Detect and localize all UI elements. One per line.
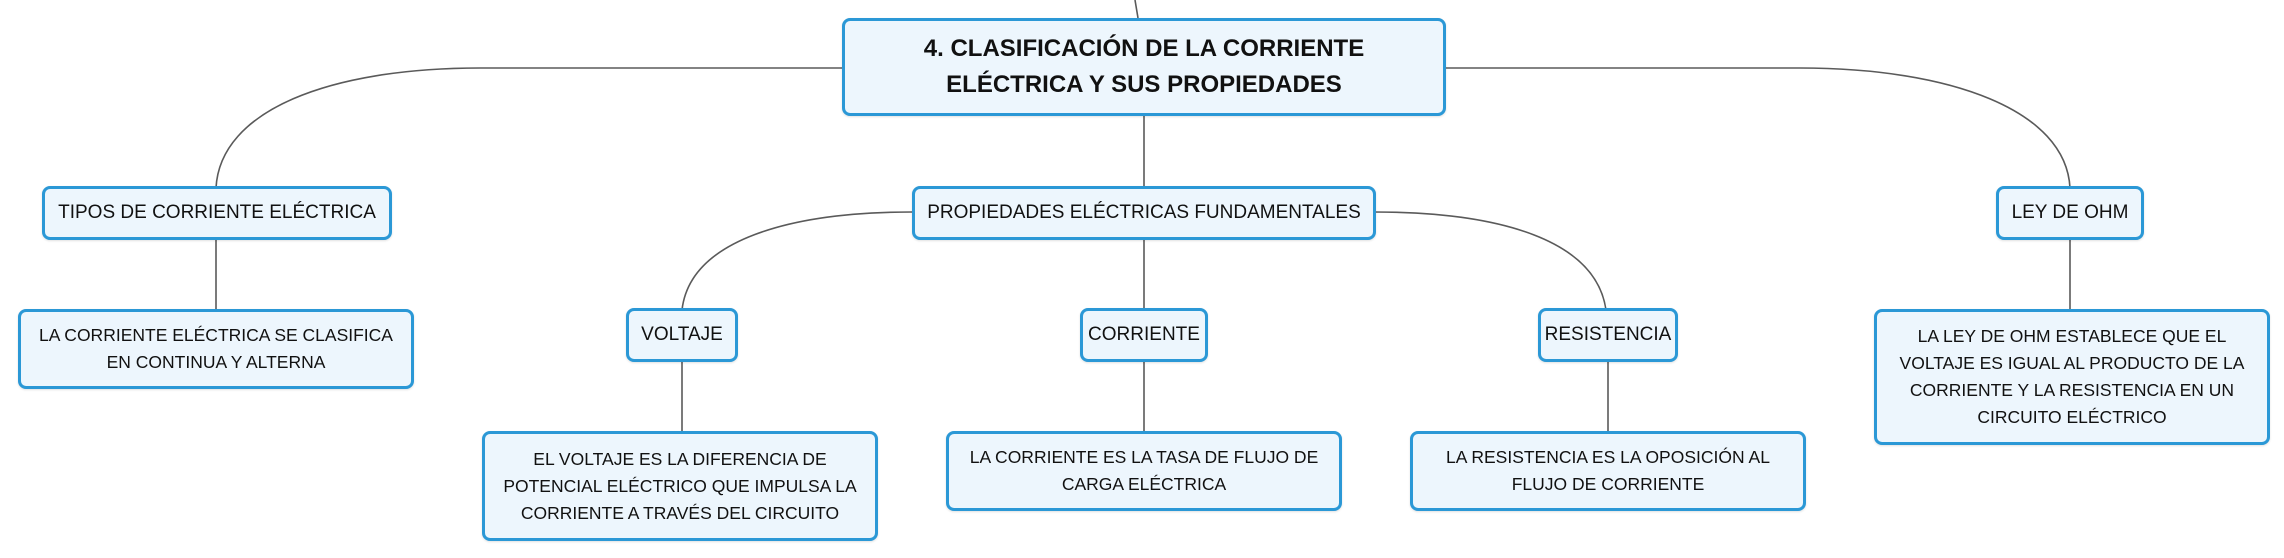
root-topic[interactable]: 4. CLASIFICACIÓN DE LA CORRIENTE ELÉCTRI…	[842, 18, 1446, 116]
connector-root-left	[215, 67, 842, 189]
detail-resistencia-text: LA RESISTENCIA ES LA OPOSICIÓN AL FLUJO …	[1446, 447, 1770, 494]
topic-propiedades-fundamentales-label: PROPIEDADES ELÉCTRICAS FUNDAMENTALES	[927, 202, 1361, 223]
topic-tipos-de-corriente-label: TIPOS DE CORRIENTE ELÉCTRICA	[58, 202, 376, 223]
subtopic-voltaje-label: VOLTAJE	[641, 324, 723, 345]
subtopic-corriente[interactable]: CORRIENTE	[1080, 308, 1208, 362]
topic-ley-de-ohm[interactable]: LEY DE OHM	[1996, 186, 2144, 240]
topic-ley-de-ohm-label: LEY DE OHM	[2011, 202, 2129, 223]
root-topic-label: 4. CLASIFICACIÓN DE LA CORRIENTE ELÉCTRI…	[923, 35, 1365, 98]
detail-voltaje[interactable]: EL VOLTAJE ES LA DIFERENCIA DE POTENCIAL…	[482, 431, 878, 541]
detail-ley-de-ohm-text: LA LEY DE OHM ESTABLECE QUE EL VOLTAJE E…	[1899, 326, 2245, 427]
connector-root-right	[1444, 67, 2071, 189]
connector-center-resistencia	[1373, 211, 1607, 311]
topic-tipos-de-corriente[interactable]: TIPOS DE CORRIENTE ELÉCTRICA	[42, 186, 392, 240]
detail-voltaje-text: EL VOLTAJE ES LA DIFERENCIA DE POTENCIAL…	[503, 448, 857, 523]
detail-tipos-de-corriente-text: LA CORRIENTE ELÉCTRICA SE CLASIFICA EN C…	[39, 325, 393, 372]
subtopic-voltaje[interactable]: VOLTAJE	[626, 308, 738, 362]
detail-ley-de-ohm[interactable]: LA LEY DE OHM ESTABLECE QUE EL VOLTAJE E…	[1874, 309, 2270, 445]
detail-corriente[interactable]: LA CORRIENTE ES LA TASA DE FLUJO DE CARG…	[946, 431, 1342, 511]
subtopic-resistencia[interactable]: RESISTENCIA	[1538, 308, 1678, 362]
subtopic-corriente-label: CORRIENTE	[1088, 324, 1200, 345]
topic-propiedades-fundamentales[interactable]: PROPIEDADES ELÉCTRICAS FUNDAMENTALES	[912, 186, 1376, 240]
detail-tipos-de-corriente[interactable]: LA CORRIENTE ELÉCTRICA SE CLASIFICA EN C…	[18, 309, 414, 389]
parent-connector	[1134, 0, 1139, 19]
detail-resistencia[interactable]: LA RESISTENCIA ES LA OPOSICIÓN AL FLUJO …	[1410, 431, 1806, 511]
detail-corriente-text: LA CORRIENTE ES LA TASA DE FLUJO DE CARG…	[969, 447, 1319, 494]
connector-center-voltaje	[681, 211, 913, 311]
subtopic-resistencia-label: RESISTENCIA	[1544, 324, 1672, 345]
